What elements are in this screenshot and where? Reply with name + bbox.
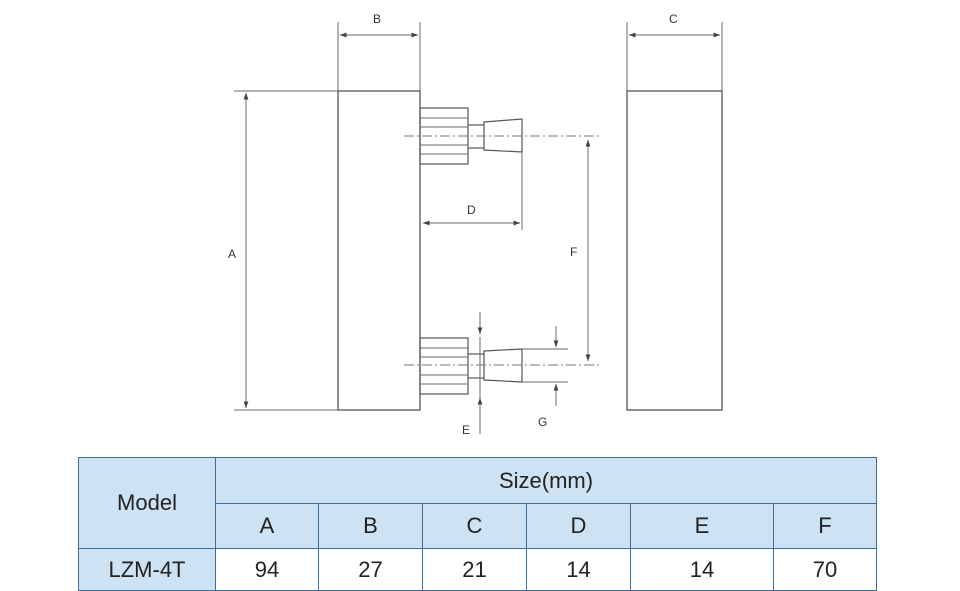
dimension-a-label: A [228,247,236,261]
column-header-d: D [526,503,631,549]
column-header-c: C [422,503,527,549]
size-header: Size(mm) [214,457,878,504]
dimension-g-label: G [538,415,547,429]
dimension-drawing: A B [228,12,723,437]
column-header-e: E [630,503,774,549]
value-cell-a: 94 [215,548,319,591]
dimension-e-label: E [462,423,470,437]
size-table: Model Size(mm) A B C D E F LZM-4T 94 27 … [78,457,878,591]
dimension-d-label: D [467,203,476,217]
value-cell-e: 14 [630,548,774,591]
model-cell: LZM-4T [78,548,216,591]
dimension-f-label: F [570,245,577,259]
bottom-fitting [404,337,600,395]
column-header-b: B [318,503,423,549]
flowmeter-body-side [337,90,421,411]
front-view: C [626,12,723,411]
column-header-f: F [772,503,878,549]
table-row: LZM-4T 94 27 21 14 14 70 [78,548,878,591]
value-cell-f: 70 [772,548,878,591]
column-header-a: A [215,503,319,549]
flowmeter-body-front [626,90,723,411]
value-cell-b: 27 [318,548,423,591]
side-view: A B [228,12,600,437]
value-cell-c: 21 [422,548,527,591]
model-header: Model [78,457,216,549]
dimension-b-label: B [373,12,381,26]
dimension-c-label: C [669,12,678,26]
top-fitting [404,107,600,165]
value-cell-d: 14 [526,548,631,591]
